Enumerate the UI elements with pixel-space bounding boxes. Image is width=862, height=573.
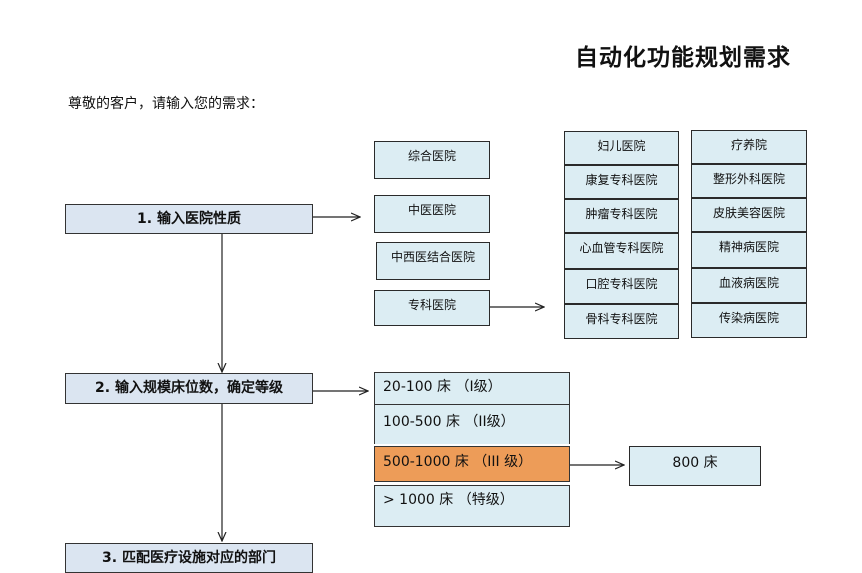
step-2-box[interactable]: 2. 输入规模床位数，确定等级 <box>65 373 313 404</box>
bed-level-1[interactable]: 20-100 床 （I级） <box>374 372 570 404</box>
specialty-item[interactable]: 康复专科医院 <box>564 165 679 199</box>
specialty-item[interactable]: 骨科专科医院 <box>564 304 679 339</box>
specialty-item[interactable]: 整形外科医院 <box>691 164 807 198</box>
specialty-item[interactable]: 疗养院 <box>691 130 807 164</box>
hospital-type-tcm[interactable]: 中医医院 <box>374 195 490 233</box>
specialty-item[interactable]: 精神病医院 <box>691 232 807 268</box>
page-title: 自动化功能规划需求 <box>575 45 791 71</box>
specialty-item[interactable]: 心血管专科医院 <box>564 233 679 269</box>
specialty-item[interactable]: 妇儿医院 <box>564 131 679 165</box>
hospital-type-general[interactable]: 综合医院 <box>374 141 490 179</box>
step-3-box[interactable]: 3. 匹配医疗设施对应的部门 <box>65 543 313 573</box>
specialty-item[interactable]: 血液病医院 <box>691 268 807 303</box>
specialty-item[interactable]: 口腔专科医院 <box>564 269 679 304</box>
specialty-item[interactable]: 传染病医院 <box>691 303 807 338</box>
bed-level-4[interactable]: > 1000 床 （特级） <box>374 485 570 527</box>
specialty-item[interactable]: 皮肤美容医院 <box>691 198 807 232</box>
step-1-box[interactable]: 1. 输入医院性质 <box>65 204 313 234</box>
bed-level-3-selected[interactable]: 500-1000 床 （III 级） <box>374 446 570 482</box>
bed-level-2[interactable]: 100-500 床 （II级） <box>374 404 570 444</box>
hospital-type-specialty[interactable]: 专科医院 <box>374 290 490 326</box>
specialty-item[interactable]: 肿瘤专科医院 <box>564 199 679 233</box>
bed-count-input[interactable]: 800 床 <box>629 446 761 486</box>
intro-text: 尊敬的客户，请输入您的需求： <box>68 96 264 112</box>
hospital-type-integrated[interactable]: 中西医结合医院 <box>376 242 490 280</box>
